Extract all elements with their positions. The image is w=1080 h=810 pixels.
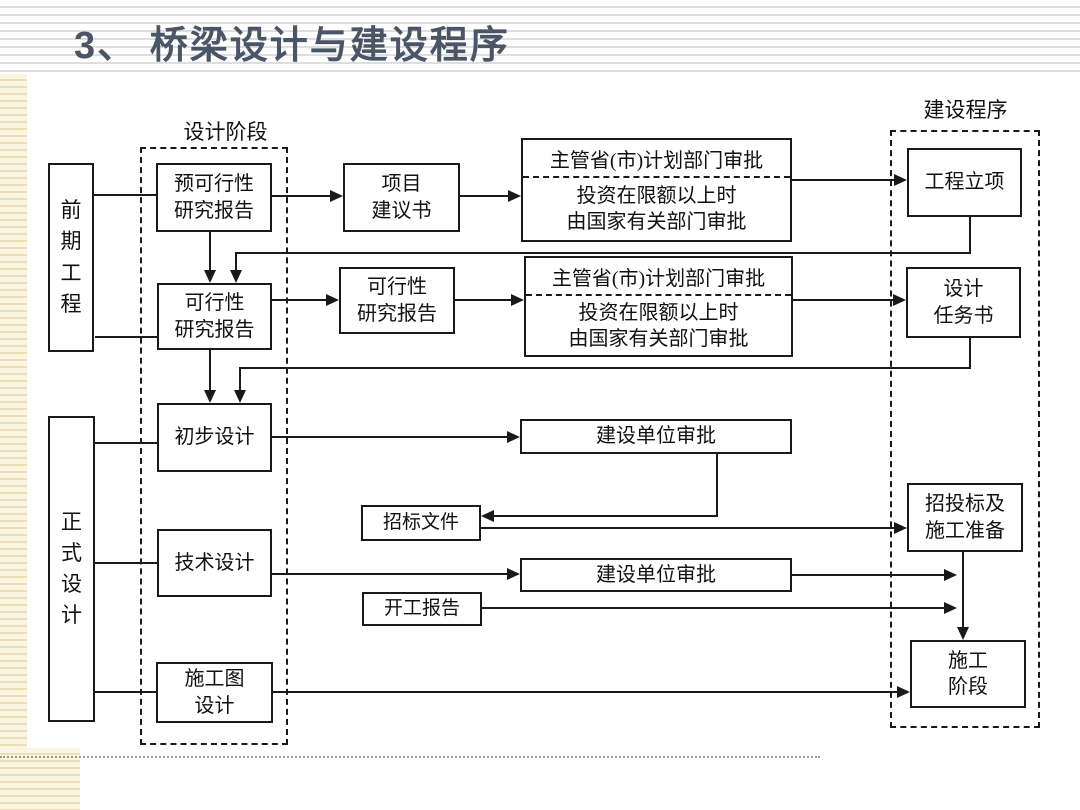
feedback2-horizontal <box>239 367 971 369</box>
construction-procedure-group-frame <box>890 130 1040 728</box>
arrowhead <box>508 190 521 202</box>
connector-drawing-to-constructionstage <box>273 691 897 693</box>
connector-preliminary-to-ownerapproval1 <box>272 436 507 438</box>
arrowhead <box>944 602 957 614</box>
node-approval-2: 主管省(市)计划部门审批 投资在限额以上时 由国家有关部门审批 <box>524 256 793 357</box>
arrowhead <box>894 174 907 186</box>
connector-formal-to-technical <box>95 562 157 564</box>
node-commencement-report: 开工报告 <box>362 592 482 626</box>
arrowhead <box>944 569 957 581</box>
node-technical-design: 技术设计 <box>157 529 272 597</box>
connector-formal-to-drawing <box>95 691 156 693</box>
feedback1-drop-into-feasibility <box>235 253 237 271</box>
node-construction-stage: 施工 阶段 <box>910 640 1026 708</box>
connector-prefeasibility-to-proposal <box>272 195 331 197</box>
node-owner-approval-1: 建设单位审批 <box>520 419 792 454</box>
connector-ownerapproval1-down <box>716 454 718 516</box>
connector-biddocuments-to-biddingprep <box>481 527 894 529</box>
arrowhead <box>330 190 343 202</box>
construction-procedure-group-label: 建设程序 <box>923 98 1008 122</box>
design-stage-group-label: 设计阶段 <box>183 120 268 144</box>
node-owner-approval-2: 建设单位审批 <box>520 558 792 592</box>
feedback1-vertical-from-initiation <box>969 217 971 254</box>
node-formal-design: 正 式 设 计 <box>48 416 95 722</box>
node-approval-1: 主管省(市)计划部门审批 投资在限额以上时 由国家有关部门审批 <box>521 138 792 242</box>
approval-2-authority: 主管省(市)计划部门审批 <box>526 258 791 296</box>
node-feasibility-study: 可行性 研究报告 <box>157 283 272 350</box>
approval-1-authority: 主管省(市)计划部门审批 <box>523 140 790 178</box>
connector-ownerapproval2-to-trunk <box>792 574 944 576</box>
arrowhead <box>234 390 246 403</box>
arrowhead <box>481 510 494 522</box>
node-project-initiation: 工程立项 <box>907 148 1022 217</box>
connector-commencement-to-trunk <box>482 607 944 609</box>
node-project-proposal: 项目 建议书 <box>343 163 460 232</box>
connector-biddingprep-down-to-constructionstage <box>962 552 964 628</box>
connector-formal-to-preliminary <box>95 442 157 444</box>
bottom-left-stripe-block <box>0 748 80 810</box>
connector-feasibility-down-to-preliminary <box>209 350 211 391</box>
approval-2-condition: 投资在限额以上时 由国家有关部门审批 <box>568 301 749 350</box>
arrowhead <box>204 270 216 283</box>
connector-approval2-to-assignment <box>793 299 893 301</box>
connector-report-to-approval2 <box>455 299 511 301</box>
connector-technical-to-ownerapproval2 <box>272 573 507 575</box>
connector-prephase-to-feasibility <box>95 336 157 338</box>
bottom-dotted-divider <box>0 756 820 758</box>
connector-to-biddocuments <box>494 515 718 517</box>
node-pre-feasibility-study: 预可行性 研究报告 <box>156 163 272 232</box>
node-construction-drawing-design: 施工图 设计 <box>156 662 273 723</box>
arrowhead <box>897 686 910 698</box>
connector-feasibility-to-report <box>272 299 326 301</box>
node-bid-documents: 招标文件 <box>361 505 481 541</box>
connector-prefeasibility-down-to-feasibility <box>209 232 211 271</box>
design-stage-group-frame <box>140 147 288 745</box>
arrowhead <box>230 270 242 283</box>
page-title: 3、 桥梁设计与建设程序 <box>74 25 510 67</box>
node-pre-phase: 前 期 工 程 <box>48 163 94 352</box>
arrowhead <box>957 627 969 640</box>
arrowhead <box>894 522 907 534</box>
connector-prephase-to-prefeasibility <box>94 194 156 196</box>
arrowhead <box>893 294 906 306</box>
connector-proposal-to-approval1 <box>460 195 508 197</box>
node-preliminary-design: 初步设计 <box>157 403 272 472</box>
arrowhead <box>511 294 524 306</box>
connector-approval1-to-initiation <box>792 179 894 181</box>
feedback1-horizontal <box>235 252 971 254</box>
arrowhead <box>507 568 520 580</box>
approval-1-condition: 投资在限额以上时 由国家有关部门审批 <box>566 185 747 233</box>
feedback2-drop-into-preliminary <box>239 368 241 391</box>
feedback2-vertical-from-assignment <box>969 338 971 369</box>
node-design-assignment: 设计 任务书 <box>906 267 1021 338</box>
top-stripe-band <box>0 0 1080 74</box>
arrowhead <box>507 431 520 443</box>
left-stripe-band <box>0 74 27 757</box>
arrowhead <box>204 390 216 403</box>
arrowhead <box>326 294 339 306</box>
node-feasibility-report: 可行性 研究报告 <box>339 267 455 334</box>
node-bidding-and-preparation: 招投标及 施工准备 <box>907 483 1023 552</box>
